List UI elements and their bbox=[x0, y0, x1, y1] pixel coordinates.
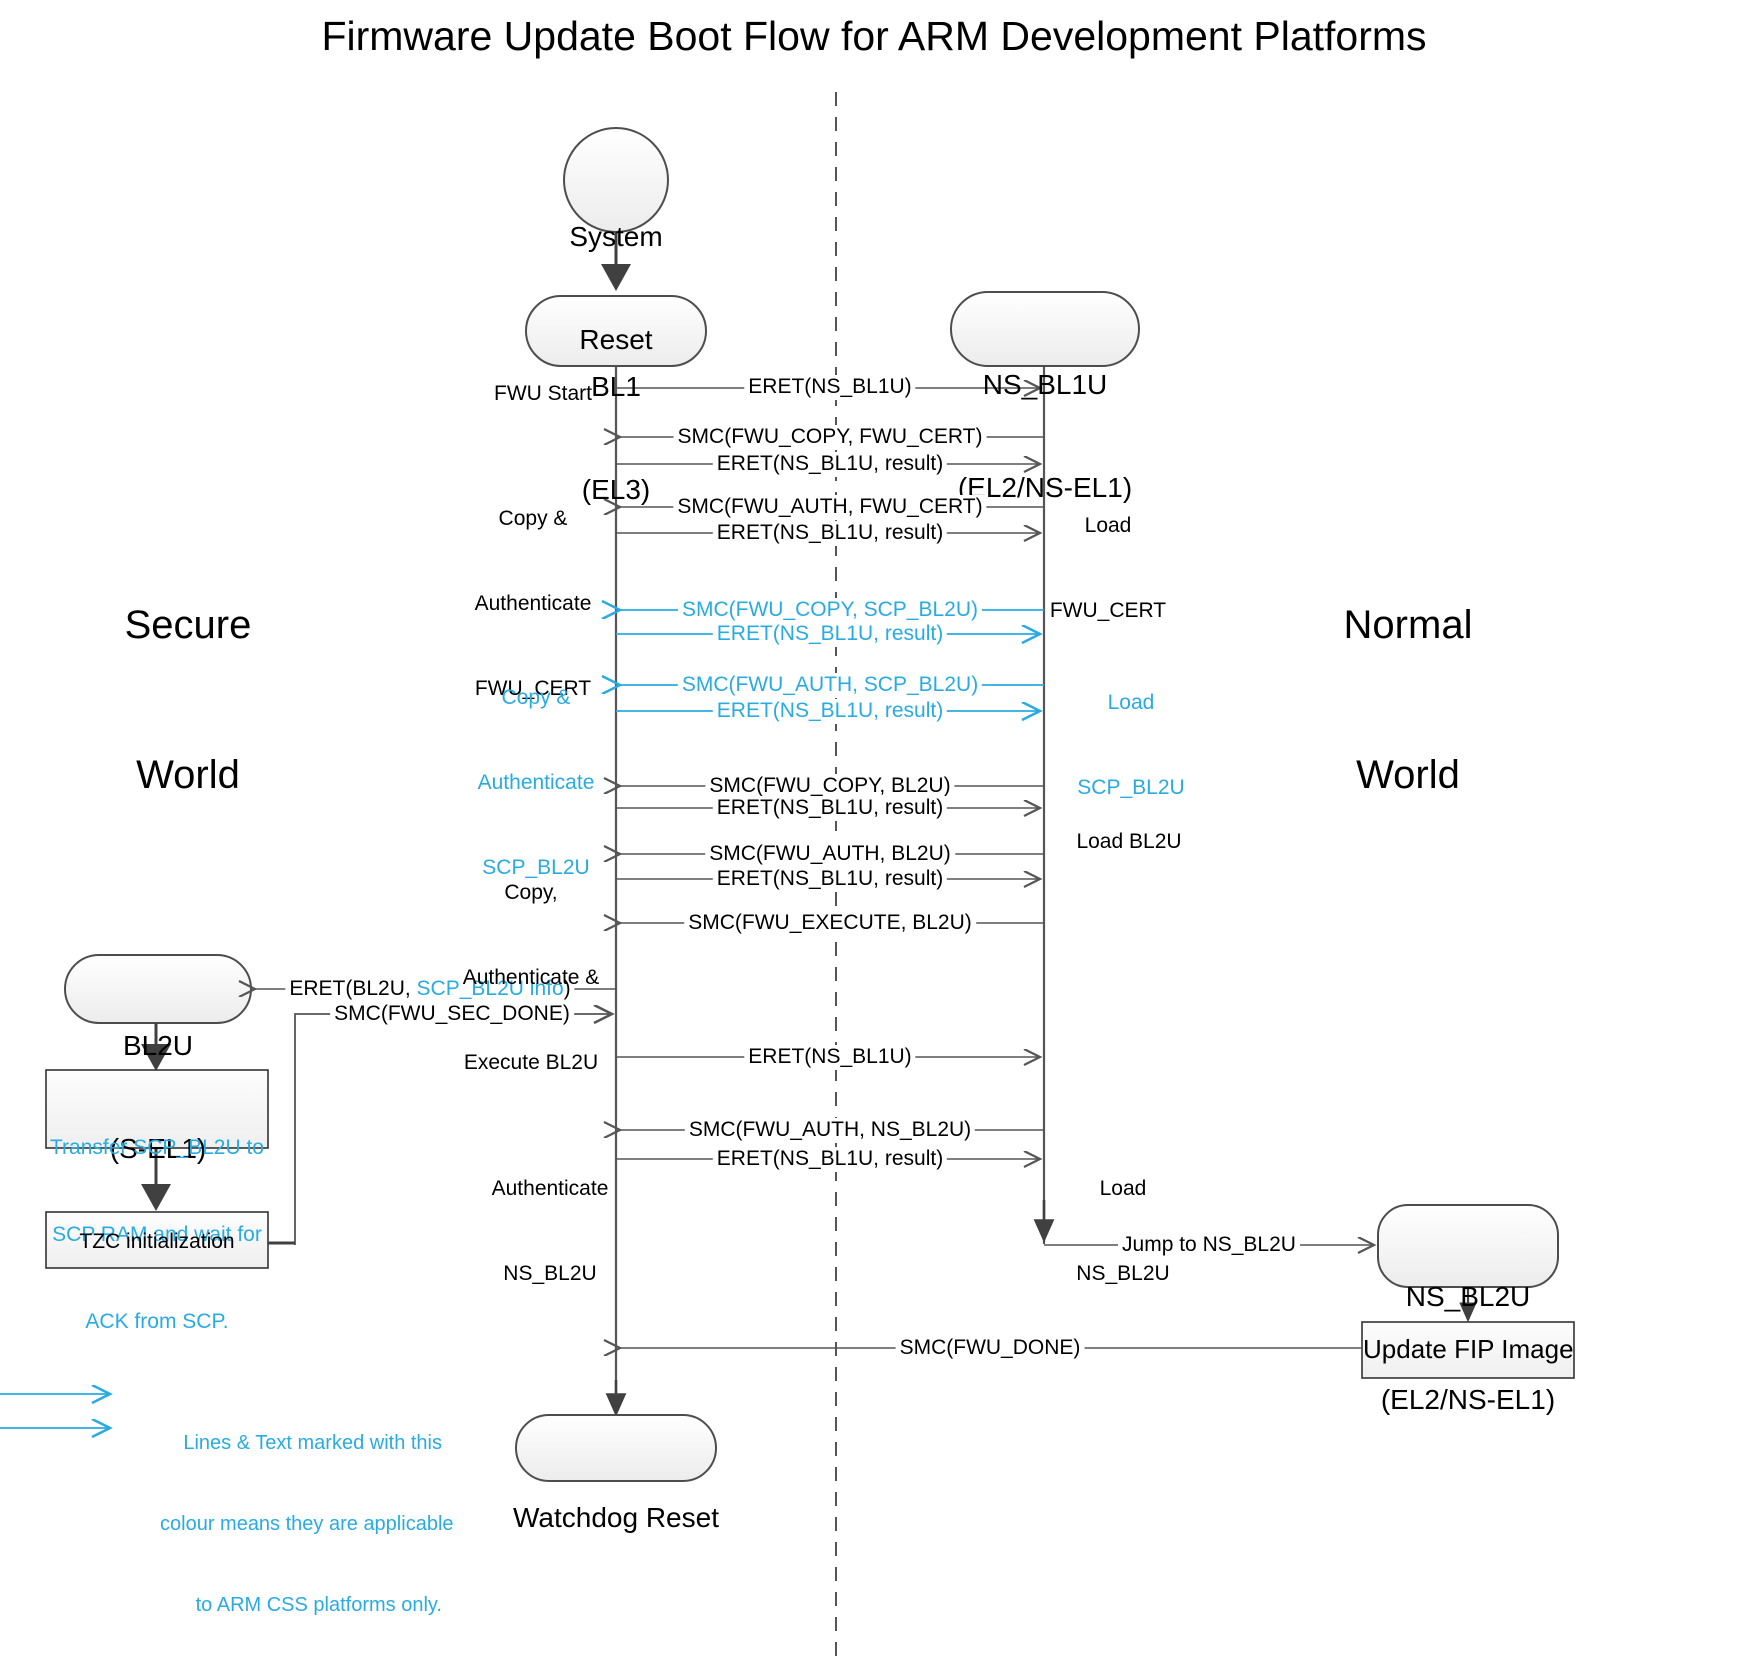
message-eret-result-1: ERET(NS_BL1U, result) bbox=[712, 452, 948, 477]
node-watchdog-reset-line1: Watchdog Reset bbox=[513, 1502, 719, 1534]
message-eret-result-3: ERET(NS_BL1U, result) bbox=[712, 622, 948, 647]
secure-world-line2: World bbox=[136, 753, 240, 797]
secure-world-label: Secure World bbox=[125, 500, 252, 900]
message-smc-fwu-auth-fwu-cert: SMC(FWU_AUTH, FWU_CERT) bbox=[673, 495, 987, 520]
box-transfer-line1: Transfer SCP_BL2U to bbox=[50, 1135, 264, 1159]
annotation-lnb-line1: Load bbox=[1099, 1176, 1147, 1200]
annotation-ans-line2: NS_BL2U bbox=[503, 1261, 597, 1285]
annotation-cae-line3: Execute BL2U bbox=[463, 1050, 599, 1074]
annotation-copy-authenticate-scp-bl2u: Copy & Authenticate SCP_BL2U bbox=[478, 627, 595, 939]
message-eret-result-2: ERET(NS_BL1U, result) bbox=[712, 521, 948, 546]
normal-world-line2: World bbox=[1356, 753, 1460, 797]
message-smc-fwu-copy-bl2u: SMC(FWU_COPY, BL2U) bbox=[705, 774, 955, 799]
message-jump-to-ns-bl2u: Jump to NS_BL2U bbox=[1118, 1233, 1300, 1258]
node-ns-bl1u-line2: (EL2/NS-EL1) bbox=[957, 471, 1133, 503]
node-watchdog-reset[interactable]: Watchdog Reset bbox=[513, 1433, 719, 1604]
annotation-cac-line2: Authenticate bbox=[474, 591, 592, 615]
annotation-lnb-line2: NS_BL2U bbox=[1076, 1261, 1170, 1285]
legend-line1: Lines & Text marked with this bbox=[183, 1432, 442, 1454]
message-eret-bl2u-scp-info: ERET(BL2U, SCP_BL2U info) bbox=[285, 977, 575, 1002]
annotation-cae-line1: Copy, bbox=[504, 880, 558, 904]
message-smc-fwu-copy-fwu-cert: SMC(FWU_COPY, FWU_CERT) bbox=[673, 425, 987, 450]
legend-text: Lines & Text marked with this colour mea… bbox=[160, 1376, 454, 1673]
message-smc-fwu-sec-done: SMC(FWU_SEC_DONE) bbox=[330, 1002, 574, 1027]
annotation-lfc-line2: FWU_CERT bbox=[1049, 598, 1167, 622]
message-smc-fwu-execute-bl2u: SMC(FWU_EXECUTE, BL2U) bbox=[684, 911, 976, 936]
annotation-load-bl2u: Load BL2U bbox=[1076, 830, 1182, 853]
annotation-lfc-line1: Load bbox=[1084, 513, 1132, 537]
message-smc-fwu-auth-bl2u: SMC(FWU_AUTH, BL2U) bbox=[705, 842, 955, 867]
message-smc-fwu-copy-scp-bl2u: SMC(FWU_COPY, SCP_BL2U) bbox=[677, 598, 983, 623]
normal-world-line1: Normal bbox=[1343, 603, 1473, 647]
node-bl1[interactable]: BL1 (EL3) bbox=[582, 302, 650, 575]
normal-world-label: Normal World bbox=[1344, 500, 1473, 900]
node-bl2u[interactable]: BL2U (S-EL1) bbox=[110, 961, 206, 1234]
annotation-cas-line3: SCP_BL2U bbox=[482, 855, 590, 879]
message-smc-fwu-done: SMC(FWU_DONE) bbox=[895, 1336, 1085, 1361]
node-bl2u-line1: BL2U bbox=[122, 1030, 194, 1062]
message-smc-fwu-auth-scp-bl2u: SMC(FWU_AUTH, SCP_BL2U) bbox=[677, 673, 983, 698]
node-system-reset[interactable]: System Reset bbox=[569, 152, 662, 425]
message-smc-fwu-auth-ns-bl2u: SMC(FWU_AUTH, NS_BL2U) bbox=[684, 1118, 976, 1143]
annotation-cac-line3: FWU_CERT bbox=[474, 676, 592, 700]
box-transfer-line2: SCP RAM and wait for bbox=[52, 1222, 262, 1246]
eret-bl2u-highlight: SCP_BL2U info bbox=[416, 977, 564, 1000]
annotation-cac-line1: Copy & bbox=[498, 506, 568, 530]
node-system-reset-line2: Reset bbox=[579, 323, 653, 355]
message-eret-result-7: ERET(NS_BL1U, result) bbox=[712, 1147, 948, 1172]
node-ns-bl2u-line1: NS_BL2U bbox=[1405, 1281, 1531, 1313]
annotation-copy-authenticate-execute-bl2u: Copy, Authenticate & Execute BL2U bbox=[463, 822, 600, 1134]
annotation-load-ns-bl2u: Load NS_BL2U bbox=[1076, 1118, 1169, 1345]
annotation-load-fwu-cert: Load FWU_CERT bbox=[1050, 455, 1166, 682]
annotation-fwu-start: FWU Start bbox=[494, 382, 592, 405]
annotation-load-scp-bl2u: Load SCP_BL2U bbox=[1077, 632, 1184, 859]
box-update-fip-image: Update FIP Image bbox=[1363, 1334, 1574, 1364]
message-eret-result-4: ERET(NS_BL1U, result) bbox=[712, 699, 948, 724]
annotation-cas-line2: Authenticate bbox=[477, 770, 595, 794]
message-eret-result-5: ERET(NS_BL1U, result) bbox=[712, 796, 948, 821]
node-ns-bl2u-line2: (EL2/NS-EL1) bbox=[1380, 1383, 1556, 1415]
annotation-cae-line2: Authenticate & bbox=[462, 965, 600, 989]
annotation-authenticate-ns-bl2u: Authenticate NS_BL2U bbox=[492, 1118, 609, 1345]
node-bl1-line2: (EL3) bbox=[581, 473, 651, 505]
annotation-copy-authenticate-fwu-cert: Copy & Authenticate FWU_CERT bbox=[475, 448, 592, 760]
node-ns-bl1u[interactable]: NS_BL1U (EL2/NS-EL1) bbox=[958, 300, 1132, 573]
legend-line3: to ARM CSS platforms only. bbox=[195, 1594, 442, 1616]
annotation-ans-line1: Authenticate bbox=[491, 1176, 609, 1200]
box-transfer-line3: ACK from SCP. bbox=[85, 1309, 229, 1333]
node-ns-bl2u[interactable]: NS_BL2U (EL2/NS-EL1) bbox=[1381, 1212, 1555, 1485]
node-ns-bl1u-line1: NS_BL1U bbox=[982, 369, 1108, 401]
eret-bl2u-prefix: ERET(BL2U, bbox=[289, 977, 417, 1000]
message-eret-ns-bl1u-1: ERET(NS_BL1U) bbox=[744, 375, 916, 400]
box-transfer-scp-bl2u: Transfer SCP_BL2U to SCP RAM and wait fo… bbox=[47, 1076, 267, 1395]
annotation-lsb-line1: Load bbox=[1107, 690, 1155, 714]
message-eret-ns-bl1u-2: ERET(NS_BL1U) bbox=[744, 1045, 916, 1070]
annotation-lsb-line2: SCP_BL2U bbox=[1077, 775, 1185, 799]
secure-world-line1: Secure bbox=[124, 603, 252, 647]
annotation-cas-line1: Copy & bbox=[501, 685, 571, 709]
box-tzc-initialization: TZC initialization bbox=[79, 1230, 235, 1253]
node-system-reset-line1: System bbox=[569, 221, 663, 253]
legend-line2: colour means they are applicable bbox=[160, 1513, 454, 1535]
page-title: Firmware Update Boot Flow for ARM Develo… bbox=[321, 13, 1427, 59]
eret-bl2u-suffix: ) bbox=[563, 977, 571, 1000]
node-bl1-line1: BL1 bbox=[591, 371, 641, 403]
node-bl2u-line2: (S-EL1) bbox=[109, 1132, 207, 1164]
message-eret-result-6: ERET(NS_BL1U, result) bbox=[712, 867, 948, 892]
